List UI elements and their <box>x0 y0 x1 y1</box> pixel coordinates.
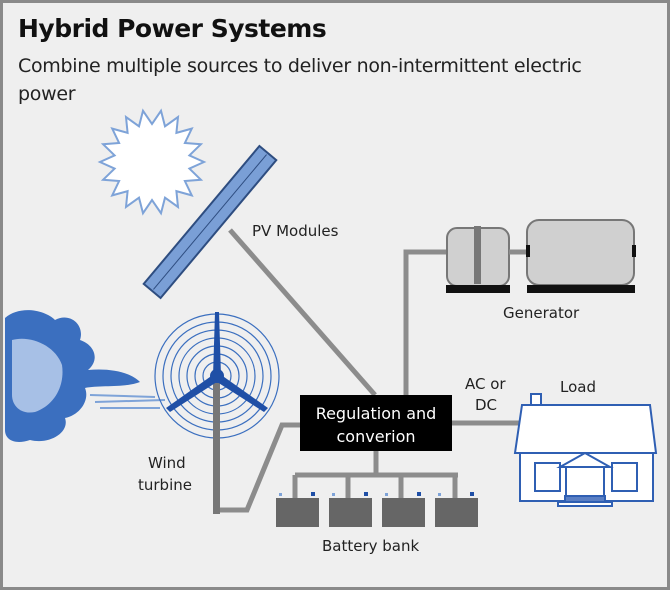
battery-icon <box>276 492 319 527</box>
wire-wind <box>214 422 300 513</box>
battery-bank <box>276 492 478 527</box>
generator-label: Generator <box>503 304 580 322</box>
pv-modules-label: PV Modules <box>252 222 339 240</box>
sun-icon <box>97 108 207 216</box>
battery-icon <box>435 492 478 527</box>
regulation-label-line2: converion <box>337 427 416 446</box>
wire-pv <box>228 228 377 397</box>
diagram-subtitle: Combine multiple sources to deliver non-… <box>18 55 582 105</box>
wind-blowing-face-icon <box>5 310 166 442</box>
house-icon <box>513 393 658 507</box>
wind-turbine-label-line1: Wind <box>148 454 186 472</box>
generator-icon <box>446 219 636 293</box>
regulation-conversion-box: Regulation and converion <box>300 395 452 451</box>
ac-dc-label-line2: DC <box>475 396 497 414</box>
wind-turbine-icon <box>154 312 280 514</box>
regulation-label-line1: Regulation and <box>316 404 437 423</box>
ac-dc-label-line1: AC or <box>465 375 506 393</box>
solar-panel-icon <box>142 144 278 300</box>
wire-generator <box>403 249 447 395</box>
diagram-title: Hybrid Power Systems <box>18 14 327 43</box>
battery-icon <box>382 492 425 527</box>
battery-bank-label: Battery bank <box>322 537 420 555</box>
wind-turbine-label-line2: turbine <box>138 476 192 494</box>
battery-icon <box>329 492 372 527</box>
wires <box>214 228 520 513</box>
load-label: Load <box>560 378 596 396</box>
